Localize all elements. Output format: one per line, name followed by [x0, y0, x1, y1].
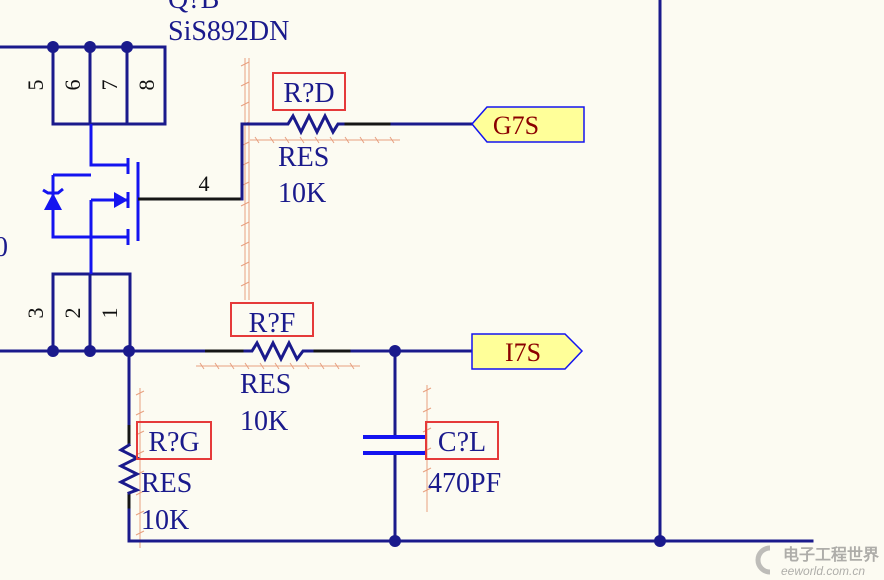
mosfet-package-top [51, 45, 167, 126]
resistor-r-f [243, 339, 314, 363]
watermark-logo: 电子工程世界 eeworld.com.cn [755, 545, 879, 578]
rating-r-g: 10K [141, 505, 189, 536]
pin-label-5: 5 [23, 80, 48, 91]
designator-r-f[interactable]: R?F [249, 308, 296, 339]
rating-r-f: 10K [240, 406, 288, 437]
pin-label-6: 6 [60, 80, 85, 91]
wires [0, 0, 814, 543]
designator-box-r-d [272, 72, 346, 111]
watermark-url: eeworld.com.cn [781, 564, 865, 578]
pin-label-7: 7 [97, 80, 122, 91]
designator-box-r-f [230, 302, 314, 337]
designator-r-g[interactable]: R?G [148, 427, 199, 458]
pin-label-4: 4 [199, 171, 210, 196]
port-i7s-label: I7S [505, 338, 541, 367]
value-r-f: RES [240, 369, 291, 400]
port-g7s[interactable]: G7S [471, 106, 585, 143]
value-r-g: RES [141, 468, 192, 499]
port-i7s[interactable]: I7S [471, 333, 584, 370]
pin-label-3: 3 [23, 308, 48, 319]
designator-r-d[interactable]: R?D [283, 78, 334, 109]
value-c-l: 470PF [428, 468, 501, 499]
junctions [47, 41, 666, 547]
value-r-d: RES [278, 142, 329, 173]
designator-box-r-g [136, 421, 212, 460]
watermark-title: 电子工程世界 [783, 545, 879, 564]
transistor-side-value: 0 [0, 232, 8, 263]
transistor-part-number: SiS892DN [168, 16, 289, 47]
rating-r-d: 10K [278, 178, 326, 209]
mosfet-symbol [42, 124, 165, 274]
designator-c-l[interactable]: C?L [438, 427, 486, 458]
resistor-r-d [280, 112, 345, 136]
resistor-r-g [117, 442, 141, 495]
pin-label-1: 1 [97, 308, 122, 319]
transistor-designator: Q?B [168, 0, 219, 15]
port-g7s-label: G7S [493, 111, 539, 140]
pin-label-2: 2 [60, 308, 85, 319]
designator-box-c-l [425, 421, 499, 460]
capacitor-c-l [363, 435, 427, 455]
pin-label-8: 8 [134, 80, 159, 91]
